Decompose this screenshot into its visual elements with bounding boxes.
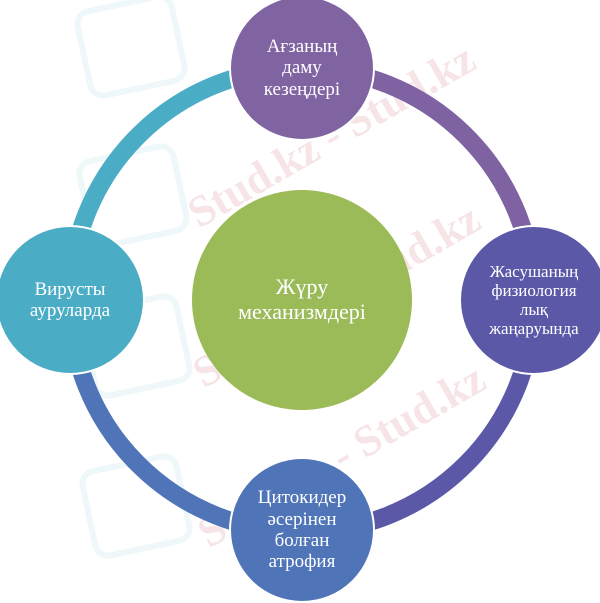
node-viral-diseases: Вирусты ауруларда (0, 225, 145, 375)
node-label: Жасушаның физиология лық жаңаруында (489, 261, 579, 339)
node-organism-development: Ағзаның даму кезеңдері (229, 0, 375, 141)
node-cytokine-atrophy: Цитокидер әсерінен болған атрофия (229, 457, 375, 603)
node-label: Вирусты ауруларда (29, 278, 111, 321)
node-cell-renewal: Жасушаның физиология лық жаңаруында (459, 225, 600, 375)
node-label: Ағзаның даму кезеңдері (263, 36, 341, 100)
center-node-walking-mechanisms: Жүру механизмдері (192, 190, 412, 410)
node-label: Цитокидер әсерінен болған атрофия (257, 487, 347, 573)
center-label: Жүру механизмдері (238, 274, 366, 324)
